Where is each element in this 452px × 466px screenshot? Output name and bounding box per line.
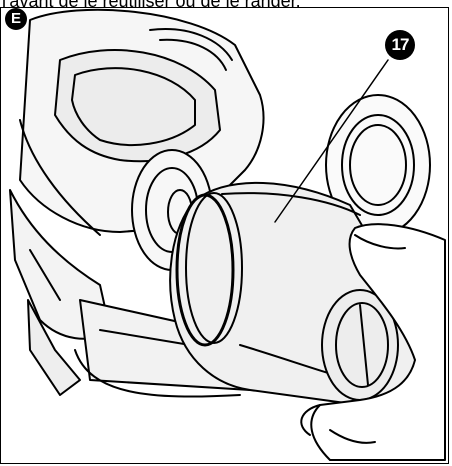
step-badge: E [5, 8, 27, 30]
callout-badge: 17 [385, 30, 415, 60]
caption-text: l'avant de le réutiliser ou de le ranger… [2, 0, 301, 11]
